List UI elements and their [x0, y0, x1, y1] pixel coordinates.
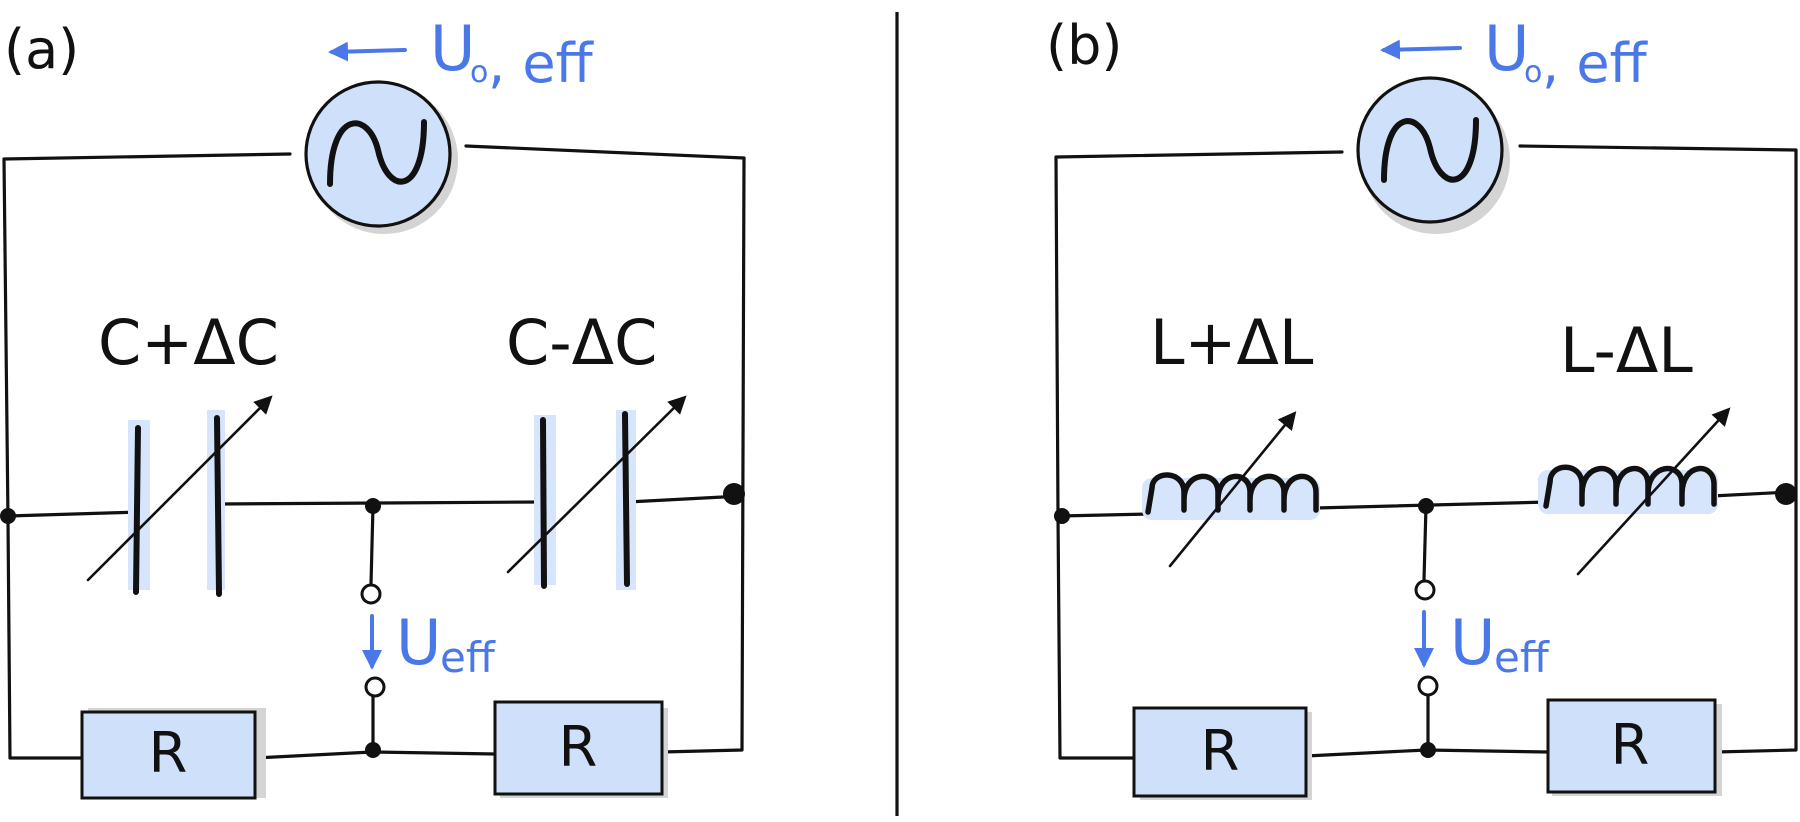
source-label-suffix-a: , eff: [488, 32, 595, 95]
junction-dot: [1054, 508, 1070, 524]
source-arrow-b: [1380, 39, 1462, 60]
ac-source-icon: [1356, 76, 1510, 234]
source-label-suffix-b: , eff: [1542, 32, 1649, 95]
component-label-right-a: C-ΔC: [506, 306, 657, 379]
panel-a: (a) U o , eff C+ΔC: [0, 12, 746, 800]
source-label-b: U: [1484, 12, 1529, 85]
component-label-left-a: C+ΔC: [98, 306, 279, 379]
panel-label-a: (a): [4, 18, 79, 81]
component-label-left-b: L+ΔL: [1150, 306, 1314, 379]
resistor-label-left-a: R: [149, 721, 188, 786]
source-label-sub-a: o: [470, 55, 488, 90]
output-terminal: [1417, 675, 1439, 697]
output-label-sub-a: eff: [440, 633, 496, 682]
output-terminal: [360, 583, 382, 605]
panel-b: (b) U o , eff L+ΔL L-ΔL: [1046, 12, 1798, 800]
junction-dot: [723, 483, 745, 505]
source-label-sub-b: o: [1524, 55, 1542, 90]
resistor-label-right-a: R: [559, 715, 598, 780]
variable-inductor-icon: [1142, 411, 1320, 568]
ac-source-icon: [304, 80, 458, 234]
output-label-b: U: [1450, 606, 1495, 679]
output-label-a: U: [396, 606, 441, 679]
junction-dot: [1775, 483, 1797, 505]
panel-label-b: (b): [1046, 14, 1122, 77]
resistor-icon: [1546, 698, 1722, 796]
variable-inductor-icon: [1538, 407, 1731, 576]
source-arrow-a: [328, 41, 407, 62]
junction-dot: [0, 508, 16, 524]
resistor-icon: [493, 700, 668, 798]
variable-capacitor-icon: [506, 395, 687, 590]
output-terminal: [1414, 579, 1436, 601]
outer-wire-b: [1054, 144, 1798, 760]
resistor-label-left-b: R: [1201, 719, 1240, 784]
output-branch-b: [1422, 504, 1430, 752]
output-terminal: [364, 676, 386, 698]
output-label-sub-b: eff: [1494, 633, 1550, 682]
variable-capacitor-icon: [86, 395, 273, 597]
resistor-icon: [80, 708, 266, 800]
resistor-icon: [1132, 706, 1312, 800]
resistor-label-right-b: R: [1611, 713, 1650, 778]
source-label-a: U: [430, 12, 475, 85]
component-label-right-b: L-ΔL: [1560, 314, 1693, 387]
output-branch-a: [369, 504, 375, 752]
